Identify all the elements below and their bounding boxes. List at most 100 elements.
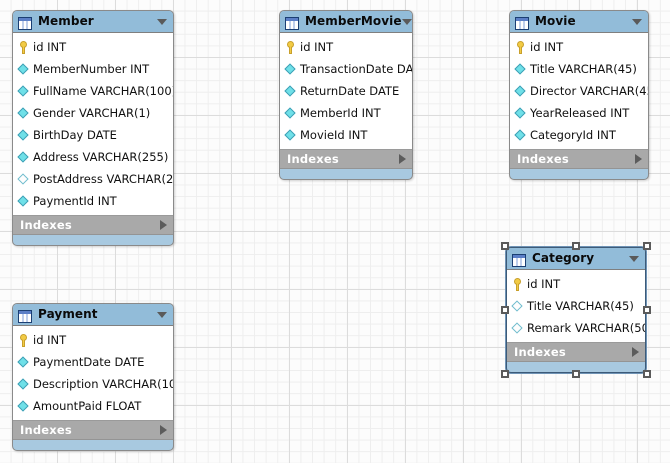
column-row[interactable]: MovieId INT <box>280 124 412 146</box>
chevron-down-icon[interactable] <box>157 18 167 25</box>
indexes-label: Indexes <box>517 152 569 166</box>
key-icon <box>514 40 527 54</box>
diamond-icon <box>284 129 297 142</box>
resize-handle-w[interactable] <box>501 306 509 314</box>
resize-handle-nw[interactable] <box>501 242 509 250</box>
column-row[interactable]: MemberNumber INT <box>13 58 173 80</box>
column-row[interactable]: FullName VARCHAR(100) <box>13 80 173 102</box>
column-label: id INT <box>530 39 564 54</box>
column-row[interactable]: id INT <box>507 273 645 295</box>
indexes-bar[interactable]: Indexes <box>13 421 173 440</box>
resize-handle-sw[interactable] <box>501 370 509 378</box>
column-row[interactable]: Title VARCHAR(45) <box>507 295 645 317</box>
column-row[interactable]: ReturnDate DATE <box>280 80 412 102</box>
column-row[interactable]: id INT <box>280 36 412 58</box>
expand-arrow-icon[interactable] <box>160 220 167 230</box>
column-label: ReturnDate DATE <box>300 83 400 98</box>
column-row[interactable]: Title VARCHAR(45) <box>510 58 648 80</box>
column-row[interactable]: TransactionDate DATE <box>280 58 412 80</box>
column-label: AmountPaid FLOAT <box>33 398 142 413</box>
table-header[interactable]: Payment <box>13 304 173 326</box>
indexes-label: Indexes <box>20 218 72 232</box>
column-row[interactable]: MemberId INT <box>280 102 412 124</box>
key-icon <box>17 40 30 54</box>
column-label: Director VARCHAR(45) <box>530 83 649 98</box>
column-label: id INT <box>33 39 67 54</box>
column-row[interactable]: CategoryId INT <box>510 124 648 146</box>
key-icon <box>511 277 524 291</box>
table-node-movie[interactable]: Movie id INT Title VARCHAR(45) Director VAR… <box>509 10 649 180</box>
expand-arrow-icon[interactable] <box>399 154 406 164</box>
diamond-icon <box>17 151 30 164</box>
resize-handle-se[interactable] <box>643 370 651 378</box>
diamond-icon <box>514 85 527 98</box>
expand-arrow-icon[interactable] <box>160 425 167 435</box>
resize-handle-s[interactable] <box>572 370 580 378</box>
expand-arrow-icon[interactable] <box>632 347 639 357</box>
column-row[interactable]: id INT <box>13 329 173 351</box>
column-row[interactable]: Remark VARCHAR(500) <box>507 317 645 339</box>
table-title: Member <box>38 14 94 28</box>
table-node-membermovie[interactable]: MemberMovie id INT TransactionDate DATE Ret… <box>279 10 413 180</box>
diamond-icon <box>17 107 30 120</box>
table-header[interactable]: MemberMovie <box>280 11 412 33</box>
table-icon <box>512 252 526 267</box>
column-row[interactable]: Address VARCHAR(255) <box>13 146 173 168</box>
column-row[interactable]: id INT <box>13 36 173 58</box>
column-row[interactable]: PostAddress VARCHAR(255) <box>13 168 173 190</box>
diamond-icon <box>284 63 297 76</box>
column-row[interactable]: PaymentId INT <box>13 190 173 212</box>
table-title: Category <box>532 251 595 265</box>
column-row[interactable]: Gender VARCHAR(1) <box>13 102 173 124</box>
column-row[interactable]: id INT <box>510 36 648 58</box>
column-label: Description VARCHAR(100) <box>33 376 174 391</box>
column-label: PaymentDate DATE <box>33 354 145 369</box>
table-title: Movie <box>535 14 576 28</box>
column-label: MovieId INT <box>300 127 368 142</box>
indexes-bar[interactable]: Indexes <box>507 343 645 362</box>
chevron-down-icon[interactable] <box>632 18 642 25</box>
column-row[interactable]: YearReleased INT <box>510 102 648 124</box>
column-label: id INT <box>300 39 334 54</box>
column-row[interactable]: AmountPaid FLOAT <box>13 395 173 417</box>
table-icon <box>515 15 529 30</box>
column-row[interactable]: PaymentDate DATE <box>13 351 173 373</box>
chevron-down-icon[interactable] <box>629 255 639 262</box>
key-icon <box>17 333 30 347</box>
table-node-payment[interactable]: Payment id INT PaymentDate DATE Description… <box>12 303 174 451</box>
table-columns: id INT PaymentDate DATE Description VARCHA… <box>13 326 173 421</box>
column-row[interactable]: BirthDay DATE <box>13 124 173 146</box>
diamond-icon <box>511 300 524 313</box>
indexes-label: Indexes <box>20 423 72 437</box>
column-label: CategoryId INT <box>530 127 616 142</box>
diamond-icon <box>284 85 297 98</box>
column-row[interactable]: Director VARCHAR(45) <box>510 80 648 102</box>
indexes-bar[interactable]: Indexes <box>13 216 173 235</box>
chevron-down-icon[interactable] <box>157 311 167 318</box>
column-label: PostAddress VARCHAR(255) <box>33 171 174 186</box>
table-header[interactable]: Movie <box>510 11 648 33</box>
indexes-bar[interactable]: Indexes <box>280 150 412 169</box>
expand-arrow-icon[interactable] <box>635 154 642 164</box>
column-label: id INT <box>527 276 561 291</box>
diamond-icon <box>514 63 527 76</box>
table-node-category[interactable]: Category id INT Title VARCHAR(45) Remark VA… <box>506 247 646 373</box>
table-columns: id INT MemberNumber INT FullName VARCHAR(1… <box>13 33 173 216</box>
column-label: YearReleased INT <box>530 105 630 120</box>
resize-handle-e[interactable] <box>643 306 651 314</box>
column-label: MemberId INT <box>300 105 381 120</box>
table-header[interactable]: Member <box>13 11 173 33</box>
column-label: FullName VARCHAR(100) <box>33 83 174 98</box>
indexes-bar[interactable]: Indexes <box>510 150 648 169</box>
table-header[interactable]: Category <box>507 248 645 270</box>
resize-handle-n[interactable] <box>572 242 580 250</box>
column-label: BirthDay DATE <box>33 127 117 142</box>
diamond-icon <box>17 63 30 76</box>
diamond-icon <box>511 322 524 335</box>
resize-handle-ne[interactable] <box>643 242 651 250</box>
chevron-down-icon[interactable] <box>401 18 412 25</box>
column-row[interactable]: Description VARCHAR(100) <box>13 373 173 395</box>
diamond-icon <box>17 356 30 369</box>
column-label: Title VARCHAR(45) <box>527 298 634 313</box>
table-node-member[interactable]: Member id INT MemberNumber INT FullName VAR… <box>12 10 174 246</box>
